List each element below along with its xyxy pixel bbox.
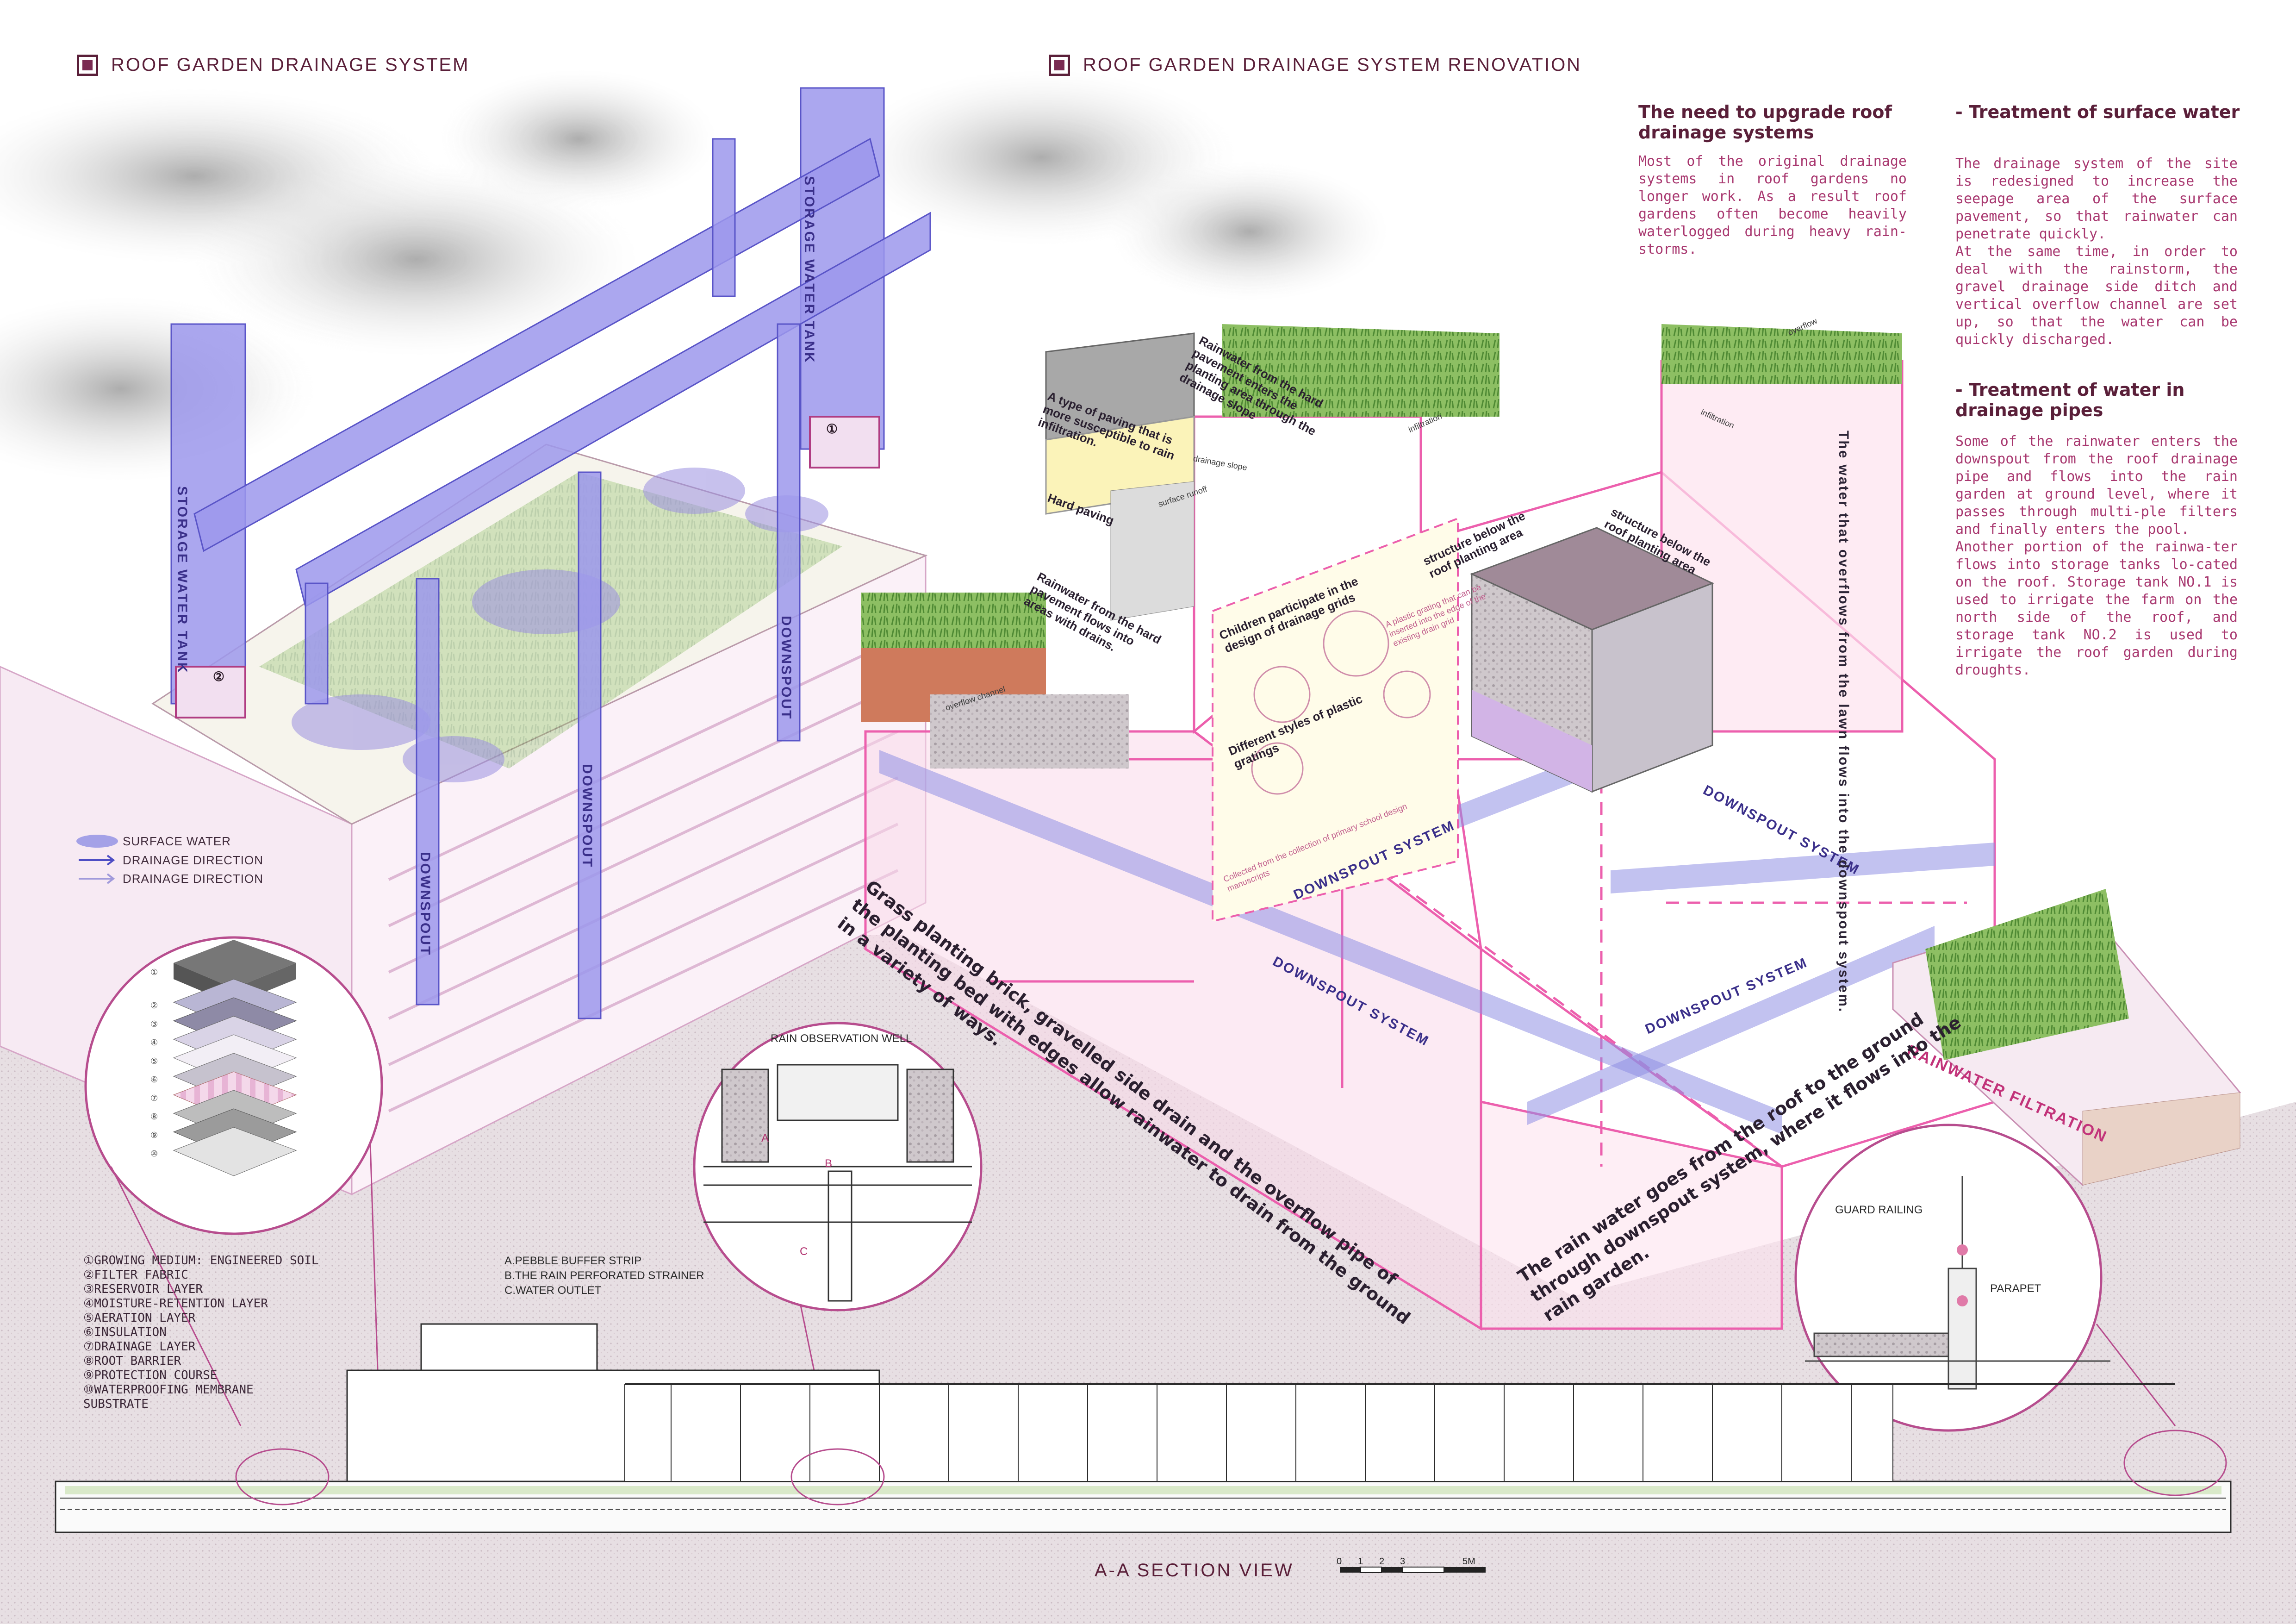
downspout-label-2: DOWNSPOUT <box>579 764 595 868</box>
well-legend-item: B.THE RAIN PERFORATED STRAINER <box>504 1269 704 1282</box>
pipes-heading: - Treatment of water in drainage pipes <box>1955 380 2185 420</box>
well-legend-item: A.PEBBLE BUFFER STRIP <box>504 1255 642 1267</box>
legend-surface-water: SURFACE WATER <box>123 834 231 848</box>
parapet-label: PARAPET <box>1990 1282 2041 1295</box>
downspout-label-3: DOWNSPOUT <box>417 852 433 956</box>
tank-bases <box>175 416 880 718</box>
layer-item: ⑥INSULATION <box>83 1325 167 1339</box>
grating-sketches <box>1251 610 1431 795</box>
layer-number: ⑧ <box>150 1112 158 1121</box>
tank-number-1: ① <box>826 422 838 436</box>
downspout-frame <box>170 87 931 1019</box>
left-panel-title: ROOF GARDEN DRAINAGE SYSTEM <box>111 55 470 75</box>
arrow-right-icon <box>79 855 115 866</box>
layer-number: ③ <box>150 1019 158 1029</box>
surface-body: The drainage system of the site is redes… <box>1955 156 2238 348</box>
well-legend-item: C.WATER OUTLET <box>504 1284 602 1297</box>
lawn-blocks <box>861 324 1902 768</box>
scale-label: 0 <box>1337 1556 1342 1567</box>
legend-drainage-direction: DRAINAGE DIRECTION <box>123 853 264 867</box>
layer-item: ②FILTER FABRIC <box>83 1268 188 1282</box>
well-mark-b: B <box>825 1157 833 1170</box>
grating-panel <box>1212 517 1459 923</box>
section-drawing <box>55 1323 2232 1533</box>
legend-drainage-direction-2: DRAINAGE DIRECTION <box>123 872 264 886</box>
layer-item: SUBSTRATE <box>83 1397 149 1411</box>
layer-number: ⑦ <box>150 1093 158 1103</box>
layer-number: ⑥ <box>150 1075 158 1084</box>
layer-item: ③RESERVOIR LAYER <box>83 1282 203 1296</box>
scale-label: 5M <box>1462 1556 1475 1567</box>
tank-label-2: STORAGE WATER TANK <box>174 486 190 674</box>
surface-heading: - Treatment of surface water <box>1955 102 2240 122</box>
surface-water-swatch-icon <box>76 835 118 848</box>
well-drawing <box>703 1064 972 1302</box>
scale-label: 2 <box>1379 1556 1385 1567</box>
layer-number: ① <box>150 968 158 977</box>
well-mark-c: C <box>800 1245 808 1258</box>
right-panel-title: ROOF GARDEN DRAINAGE SYSTEM RENOVATION <box>1083 55 1582 75</box>
square-bullet-icon <box>1049 55 1070 76</box>
layer-number: ⑨ <box>150 1131 158 1140</box>
paving-block <box>1045 332 1195 621</box>
square-bullet-icon <box>77 55 98 76</box>
layer-item: ⑧ROOT BARRIER <box>83 1354 181 1368</box>
layer-number: ④ <box>150 1038 158 1047</box>
layer-item: ⑦DRAINAGE LAYER <box>83 1340 196 1354</box>
layer-stack <box>173 940 297 1176</box>
parapet-drawing <box>1805 1176 2110 1390</box>
layer-item: ⑤AERATION LAYER <box>83 1311 196 1325</box>
tank-label-1: STORAGE WATER TANK <box>802 176 817 364</box>
need-heading: The need to upgrade roof drainage system… <box>1638 102 1892 143</box>
overflow-note: The water that overflows from the lawn f… <box>1836 431 1851 1013</box>
layer-item: ①GROWING MEDIUM: ENGINEERED SOIL <box>83 1254 319 1268</box>
section-title: A-A SECTION VIEW <box>1095 1560 1294 1580</box>
guard-railing-label: GUARD RAILING <box>1835 1204 1923 1216</box>
need-body: Most of the original drainage systems in… <box>1638 153 1907 257</box>
layer-item: ⑨PROTECTION COURSE <box>83 1368 218 1382</box>
soil-cube <box>1470 527 1714 793</box>
layer-item: ⑩WATERPROOFING MEMBRANE <box>83 1383 254 1397</box>
layer-item: ④MOISTURE-RETENTION LAYER <box>83 1297 268 1311</box>
arrow-right-icon <box>79 873 115 884</box>
downspout-label-1: DOWNSPOUT <box>778 616 794 720</box>
layer-number: ② <box>150 1001 158 1010</box>
tank-number-2: ② <box>213 669 225 684</box>
well-mark-a: A <box>761 1132 769 1144</box>
layer-number: ⑩ <box>150 1149 158 1158</box>
filtration-box <box>1892 889 2241 1186</box>
scale-bar <box>1340 1567 1486 1573</box>
scale-label: 3 <box>1400 1556 1406 1567</box>
well-title: RAIN OBSERVATION WELL <box>771 1032 912 1045</box>
pipes-body: Some of the rainwater enters the downspo… <box>1955 433 2238 678</box>
scale-label: 1 <box>1358 1556 1363 1567</box>
layer-number: ⑤ <box>150 1056 158 1066</box>
